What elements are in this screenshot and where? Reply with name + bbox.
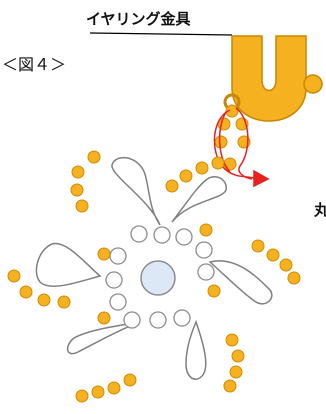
white-bead [123, 311, 141, 329]
gold-bead [207, 284, 221, 298]
gold-bead [211, 156, 225, 170]
white-ring-beads [105, 225, 215, 329]
gold-bead [266, 248, 280, 262]
teardrop-petal [185, 319, 207, 380]
gold-bead [199, 223, 213, 237]
teardrop-petal [208, 260, 273, 305]
side-text-fragment: 丸 [314, 201, 326, 219]
white-bead [197, 263, 215, 281]
figure-label: ＜図４＞ [2, 55, 67, 74]
gold-bead [279, 258, 293, 272]
gold-bead [287, 271, 301, 285]
white-bead [195, 241, 213, 259]
gold-bead [179, 169, 193, 183]
white-bead [105, 271, 123, 289]
white-bead [175, 228, 193, 246]
teardrop-petal [35, 242, 102, 287]
white-bead [173, 309, 191, 327]
center-bead [140, 260, 176, 296]
white-bead [109, 247, 127, 265]
hook-label: イヤリング金具 [86, 10, 191, 28]
gold-bead [195, 161, 209, 175]
gold-bead [57, 295, 71, 309]
teardrop-petals [35, 156, 273, 380]
teardrop-petal [111, 156, 161, 226]
chain-bead [223, 157, 237, 171]
gold-bead [97, 247, 111, 261]
gold-bead [229, 365, 243, 379]
white-bead [109, 293, 127, 311]
gold-bead [19, 285, 33, 299]
gold-bead [225, 333, 239, 347]
chain-bead [225, 104, 239, 118]
chain-bead [214, 135, 228, 149]
teardrop-petal [66, 321, 141, 355]
gold-bead [97, 311, 111, 325]
gold-bead [223, 379, 237, 393]
gold-bead [87, 150, 101, 164]
gold-bead [70, 183, 84, 197]
gold-bead [91, 385, 105, 399]
white-bead [149, 311, 167, 329]
gold-bead [75, 199, 89, 213]
white-bead [130, 225, 148, 243]
hook-leader-line [89, 32, 233, 36]
teardrop-petal [171, 176, 227, 223]
gold-beads [7, 150, 301, 403]
gold-bead [123, 373, 137, 387]
gold-bead [37, 293, 51, 307]
gold-bead [251, 239, 265, 253]
gold-bead [71, 165, 85, 179]
gold-bead [75, 389, 89, 403]
gold-bead [7, 269, 21, 283]
earring-hook-icon [223, 35, 323, 122]
gold-bead [165, 179, 179, 193]
white-bead [153, 226, 171, 244]
gold-bead [231, 349, 245, 363]
gold-bead [107, 381, 121, 395]
